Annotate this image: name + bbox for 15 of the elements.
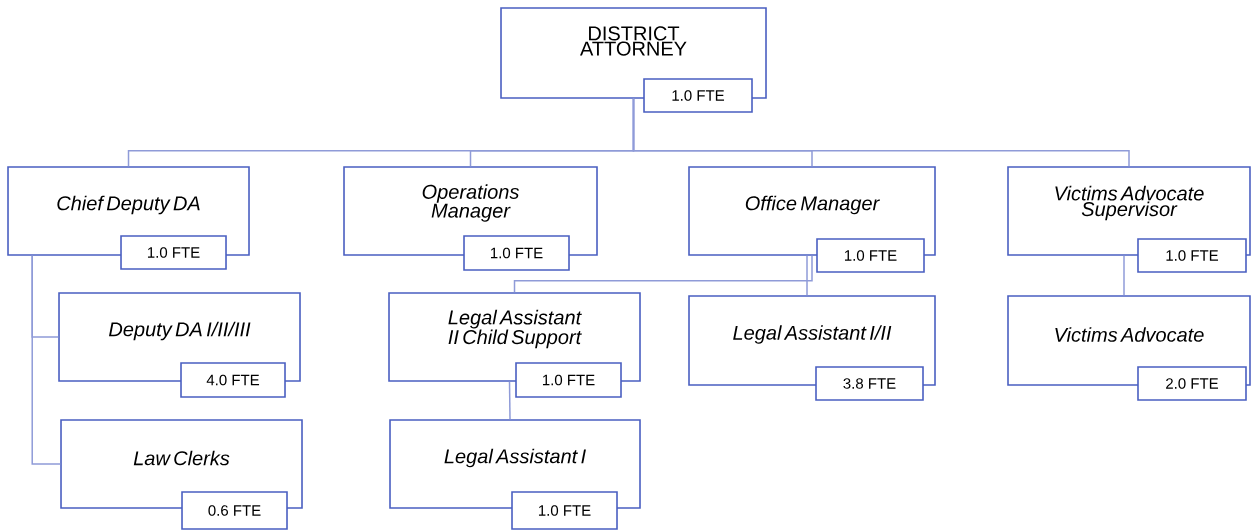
connector-line xyxy=(632,98,1130,167)
fte-badge: 1.0 FTE xyxy=(515,362,622,398)
fte-badge: 1.0 FTE xyxy=(816,238,925,273)
fte-badge: 3.8 FTE xyxy=(815,366,924,401)
fte-badge: 1.0 FTE xyxy=(643,78,753,113)
connector-line xyxy=(806,255,808,296)
fte-badge: 2.0 FTE xyxy=(1137,366,1247,401)
connector-line xyxy=(1123,255,1125,296)
connector-line xyxy=(513,255,813,293)
fte-badge: 1.0 FTE xyxy=(120,235,227,270)
connector-line xyxy=(31,255,61,465)
fte-badge: 1.0 FTE xyxy=(463,235,570,271)
fte-badge: 1.0 FTE xyxy=(1137,238,1247,273)
fte-badge: 4.0 FTE xyxy=(180,362,286,398)
connector-line xyxy=(508,381,511,420)
